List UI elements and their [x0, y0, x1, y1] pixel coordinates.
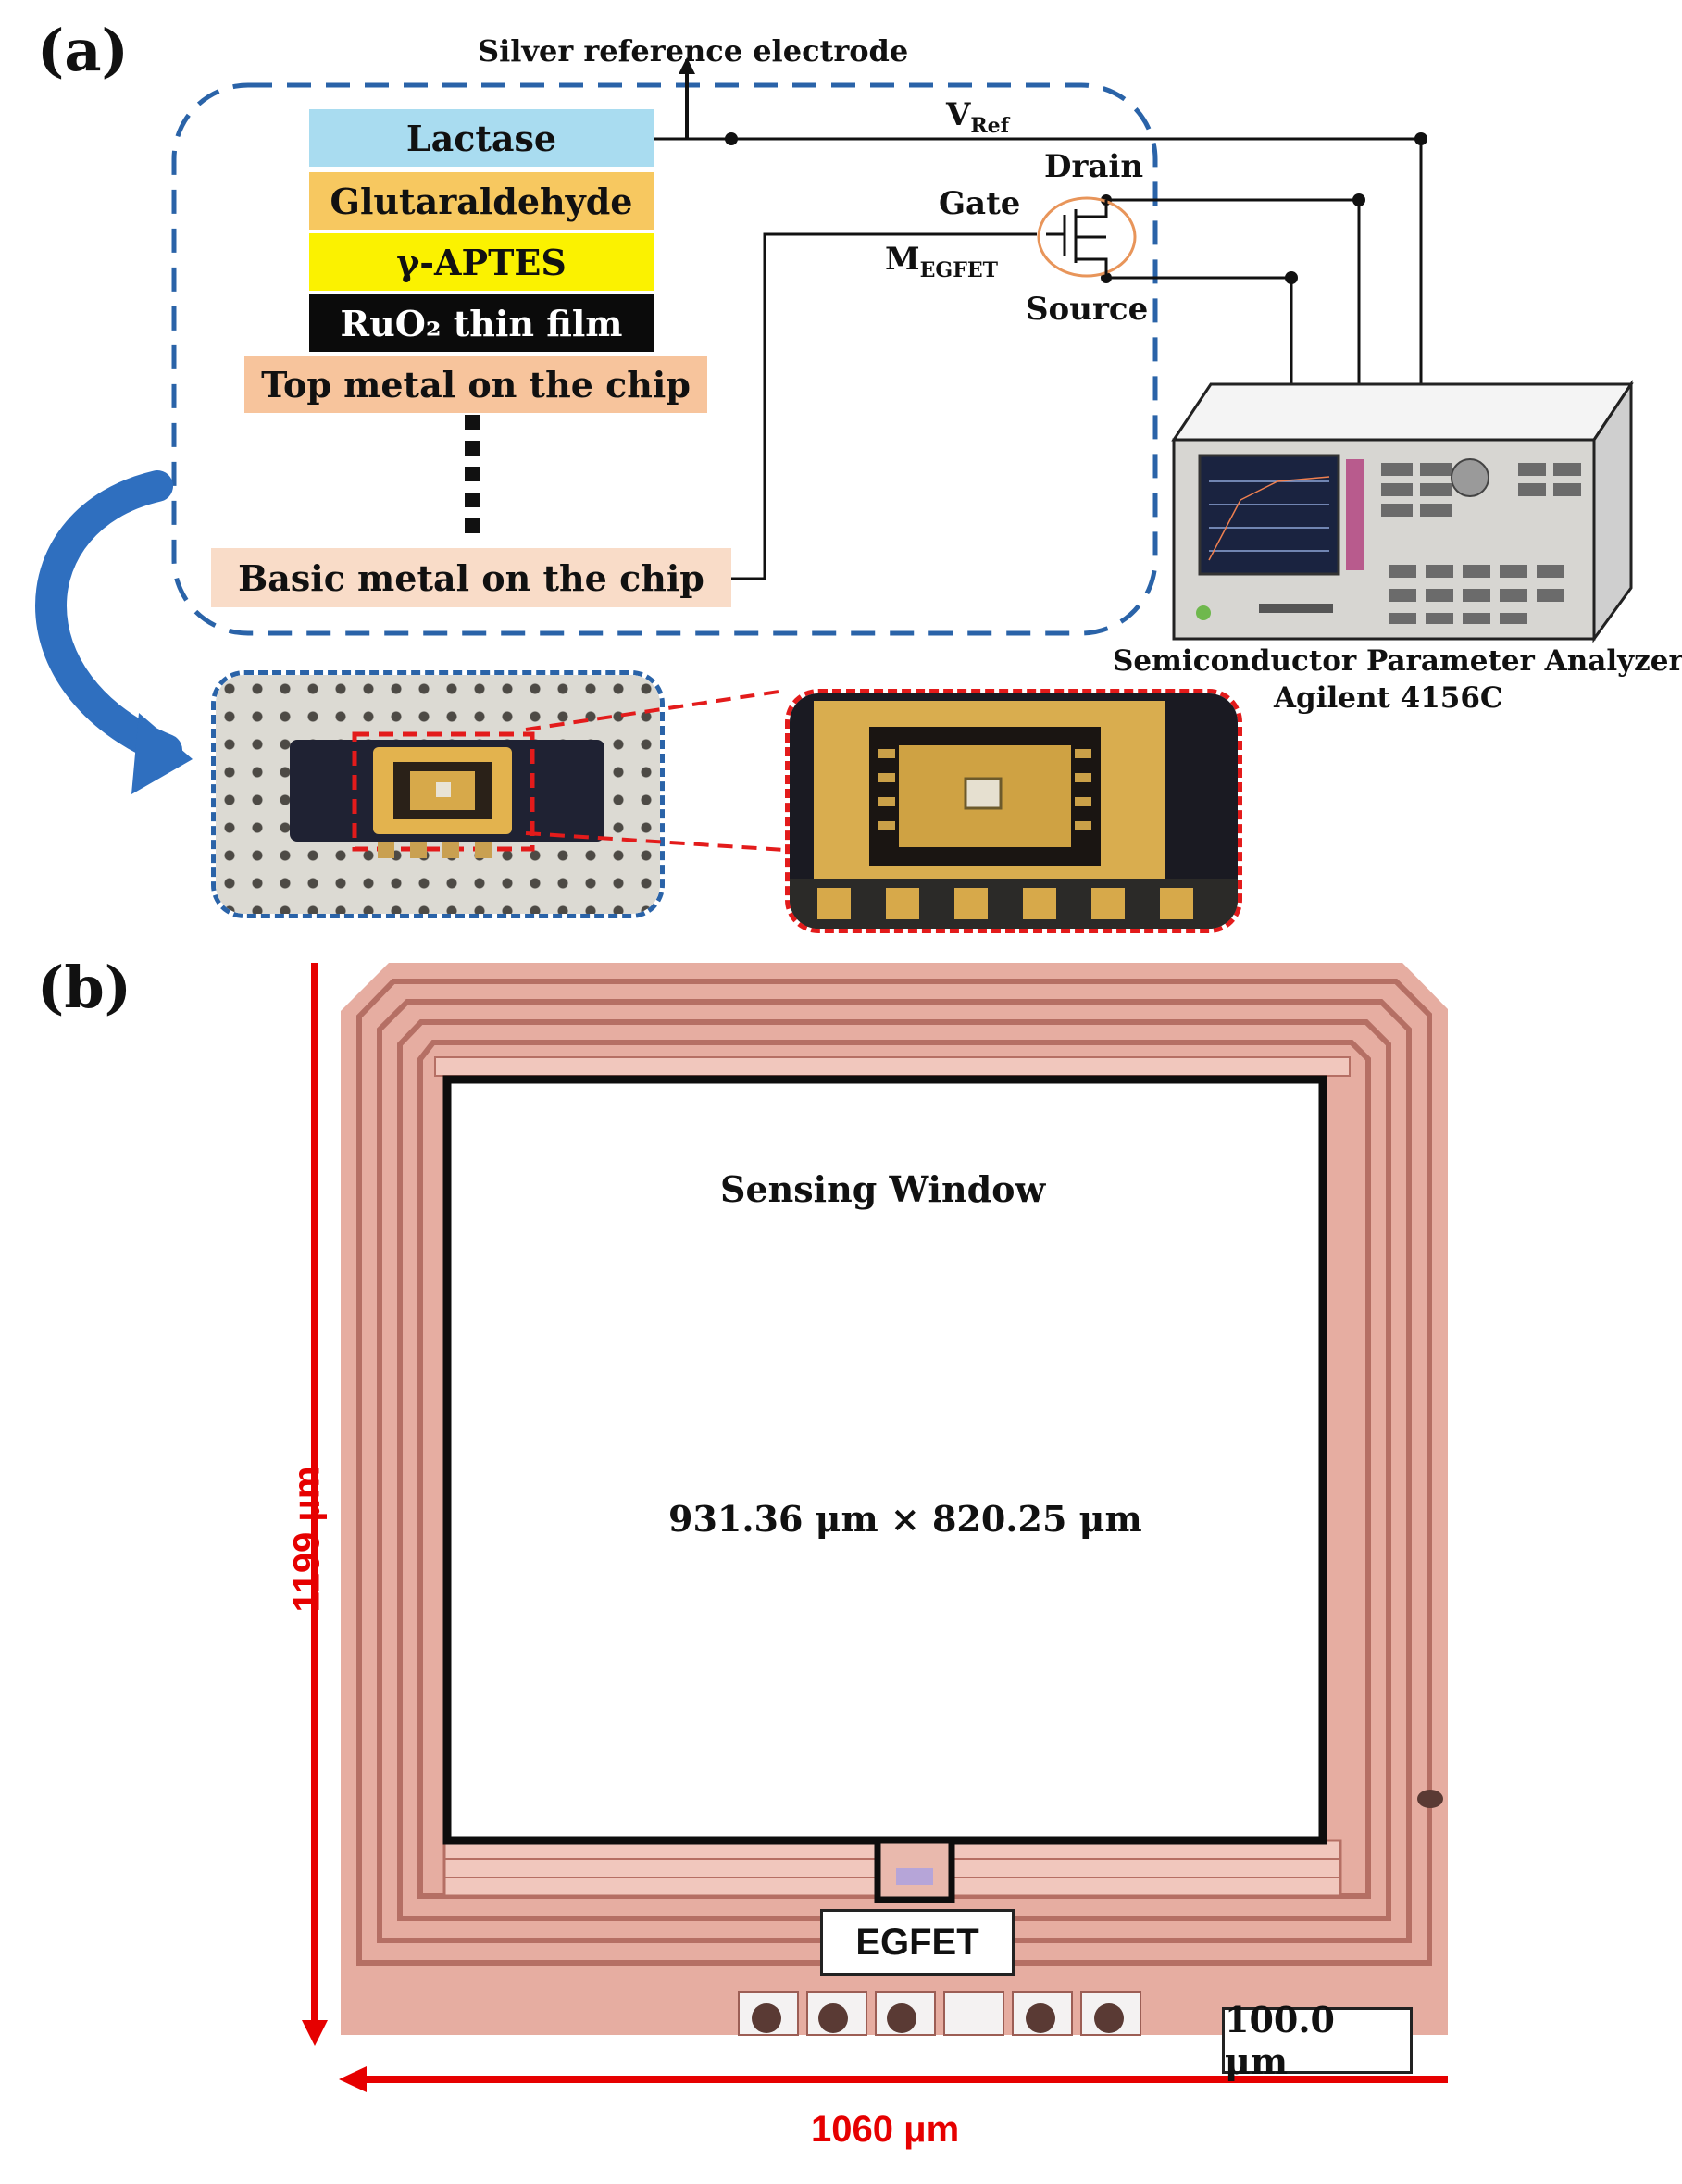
- layer-glutaraldehyde: Glutaraldehyde: [309, 172, 654, 230]
- curved-arrow-head: [131, 713, 193, 794]
- top-pad-row: [434, 1056, 1351, 1077]
- silver-reference-electrode-label: Silver reference electrode: [478, 33, 909, 69]
- analyzer-label-line2: Agilent 4156C: [1274, 681, 1503, 715]
- layer-ruo2-label: RuO₂ thin film: [340, 302, 623, 344]
- dotted-connector: [465, 415, 480, 533]
- dashed-boundary: [171, 82, 1158, 636]
- vref-node: [725, 132, 738, 145]
- chip-micrograph: [302, 963, 1448, 2092]
- zoom-connector-lines: [525, 689, 786, 852]
- layer-top-metal: Top metal on the chip: [244, 356, 707, 413]
- curved-arrow: [35, 470, 182, 766]
- egfet-label: EGFET: [855, 1921, 979, 1963]
- circuit-schematic: [35, 57, 1634, 794]
- sensing-window-label: Sensing Window: [720, 1168, 1046, 1210]
- sensing-window-dimensions: 931.36 μm × 820.25 μm: [668, 1498, 1142, 1540]
- layer-aptes: γ-APTES: [309, 233, 654, 291]
- layer-top-metal-label: Top metal on the chip: [261, 363, 691, 406]
- surface-defect: [1417, 1790, 1443, 1808]
- vref-label: VRef: [946, 96, 1010, 138]
- width-dimension-label: 1060 μm: [811, 2109, 960, 2150]
- guard-ring-traces: [356, 979, 1432, 1966]
- layer-basic-metal-label: Basic metal on the chip: [238, 556, 704, 599]
- height-arrowhead: [302, 2020, 328, 2046]
- layer-lactase: Lactase: [309, 109, 654, 167]
- egfet-gate-area: [896, 1868, 933, 1885]
- layer-basic-metal: Basic metal on the chip: [211, 548, 731, 607]
- height-dimension-label: 1199 μm: [286, 1466, 328, 1613]
- layer-ruo2: RuO₂ thin film: [309, 294, 654, 352]
- analyzer-screen: [1198, 454, 1340, 576]
- gate-wire: [731, 232, 1037, 580]
- chip-photo-zoomed: [785, 689, 1242, 933]
- layer-aptes-label: γ-APTES: [396, 241, 567, 283]
- parameter-analyzer: [1171, 380, 1634, 643]
- scale-bar-label: 100.0 μm: [1225, 1999, 1335, 2082]
- panel-a-label: (a): [37, 17, 129, 84]
- analyzer-label-line1: Semiconductor Parameter Analyzer: [1113, 644, 1682, 678]
- gate-label: Gate: [939, 185, 1021, 222]
- chip-photo-breadboard: [211, 670, 665, 918]
- drain-label: Drain: [1044, 148, 1144, 185]
- megfet-label: MEGFET: [885, 241, 998, 282]
- scale-bar-box: 100.0 μm: [1222, 1999, 1413, 2082]
- egfet-label-box: EGFET: [820, 1909, 1015, 1976]
- source-label: Source: [1026, 291, 1149, 328]
- width-arrowhead: [339, 2066, 367, 2092]
- layer-lactase-label: Lactase: [405, 117, 557, 159]
- bond-wires: [752, 2003, 1124, 2033]
- panel-b-label: (b): [37, 954, 132, 1021]
- layer-glutaraldehyde-label: Glutaraldehyde: [330, 180, 633, 222]
- transistor-circle: [1037, 196, 1137, 278]
- reference-electrode-arrowhead: [679, 57, 695, 74]
